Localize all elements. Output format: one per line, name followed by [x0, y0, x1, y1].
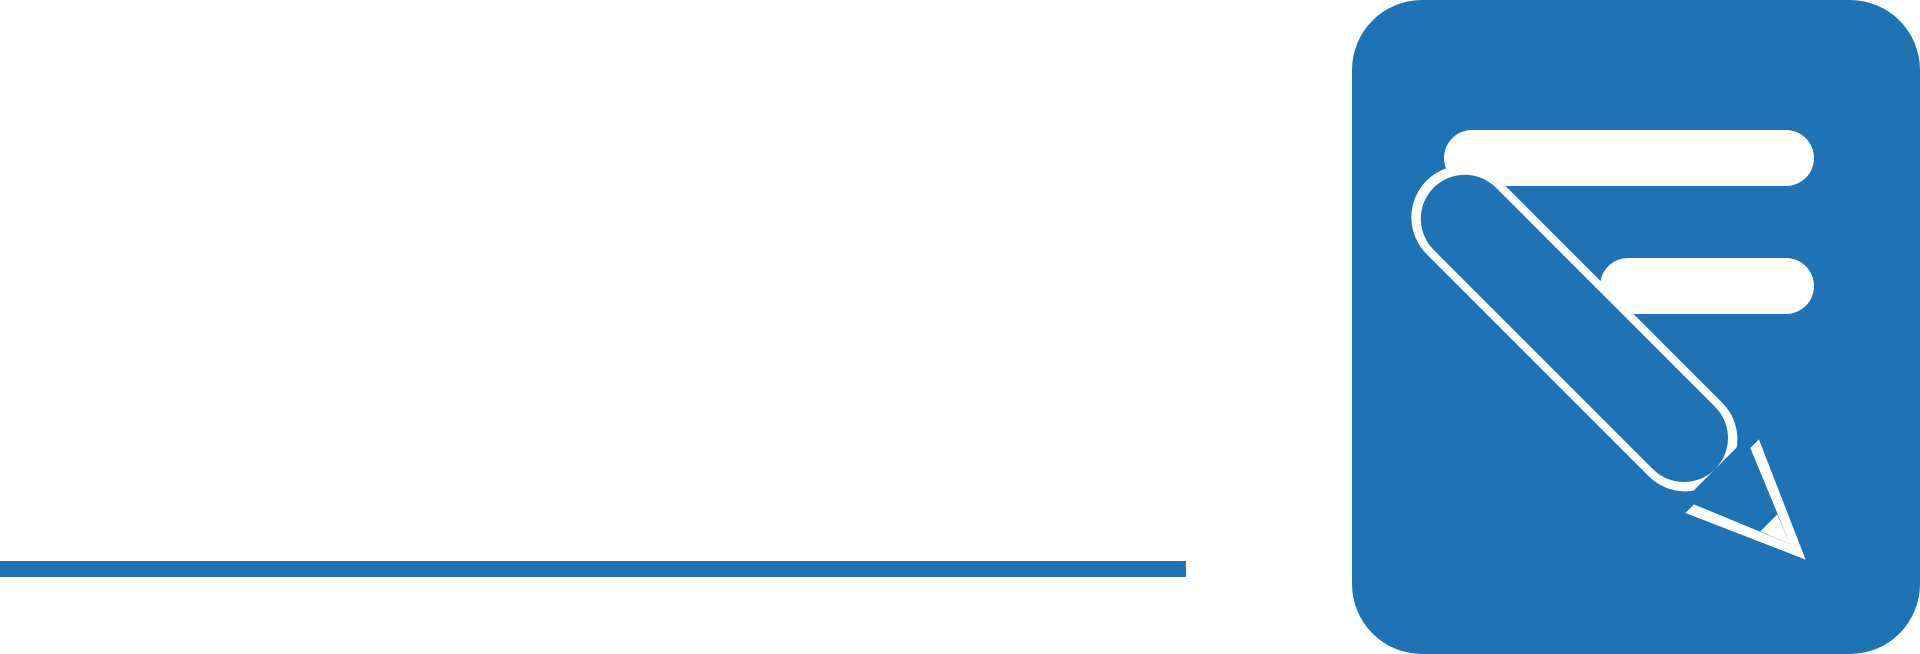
document-line-1	[1444, 130, 1814, 186]
document-line-2	[1600, 258, 1814, 314]
pencil-icon	[1411, 165, 1806, 560]
edit-document-icon	[1236, 0, 1920, 654]
signature-line	[0, 561, 1186, 577]
